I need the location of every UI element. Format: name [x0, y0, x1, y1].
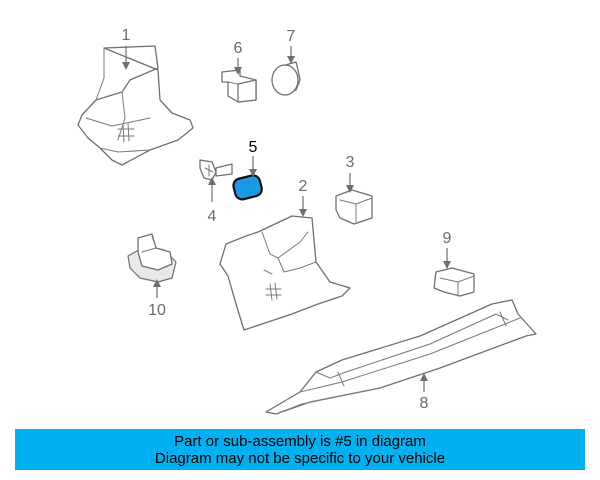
callout-7: 7: [287, 28, 296, 45]
callout-9: 9: [443, 230, 452, 247]
banner-line-2: Diagram may not be specific to your vehi…: [154, 449, 446, 467]
callout-10: 10: [148, 302, 166, 319]
part-6-retainer-clip[interactable]: [221, 69, 257, 103]
part-2-pillar-trim-panel[interactable]: [219, 215, 351, 331]
banner-line-1: Part or sub-assembly is #5 in diagram: [174, 432, 426, 450]
part-8-sill-scuff-plate[interactable]: [265, 299, 537, 415]
callout-2: 2: [299, 178, 308, 195]
callout-1: 1: [122, 27, 131, 44]
callout-3: 3: [346, 154, 355, 171]
part-5-highlighted-plug[interactable]: [232, 174, 263, 201]
part-info-banner: Part or sub-assembly is #5 in diagram Di…: [15, 429, 585, 470]
part-1-quarter-trim-panel[interactable]: [77, 45, 194, 166]
callout-8: 8: [420, 395, 429, 412]
part-3-clip[interactable]: [335, 189, 373, 225]
part-9-clip[interactable]: [433, 267, 475, 297]
leader-lines: [122, 46, 451, 392]
part-7-push-pin-cap[interactable]: [271, 61, 301, 96]
part-4-push-in-fastener[interactable]: [199, 159, 233, 181]
callout-5: 5: [249, 139, 258, 156]
callout-4: 4: [208, 208, 217, 225]
callout-6: 6: [234, 40, 243, 57]
part-10-bracket[interactable]: [127, 233, 177, 283]
